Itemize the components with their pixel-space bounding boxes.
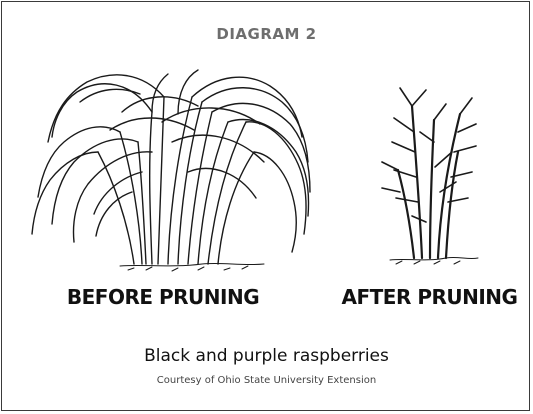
after-pruning-plant <box>398 106 460 258</box>
after-pruning-label: AFTER PRUNING <box>332 285 527 309</box>
pruning-illustration <box>2 2 531 302</box>
diagram-subtitle: Black and purple raspberries <box>2 346 531 366</box>
before-pruning-plant <box>32 70 310 264</box>
before-pruning-label: BEFORE PRUNING <box>48 285 278 309</box>
after-ground <box>390 257 478 264</box>
diagram-credit: Courtesy of Ohio State University Extens… <box>2 375 531 386</box>
after-pruning-laterals <box>382 88 476 222</box>
